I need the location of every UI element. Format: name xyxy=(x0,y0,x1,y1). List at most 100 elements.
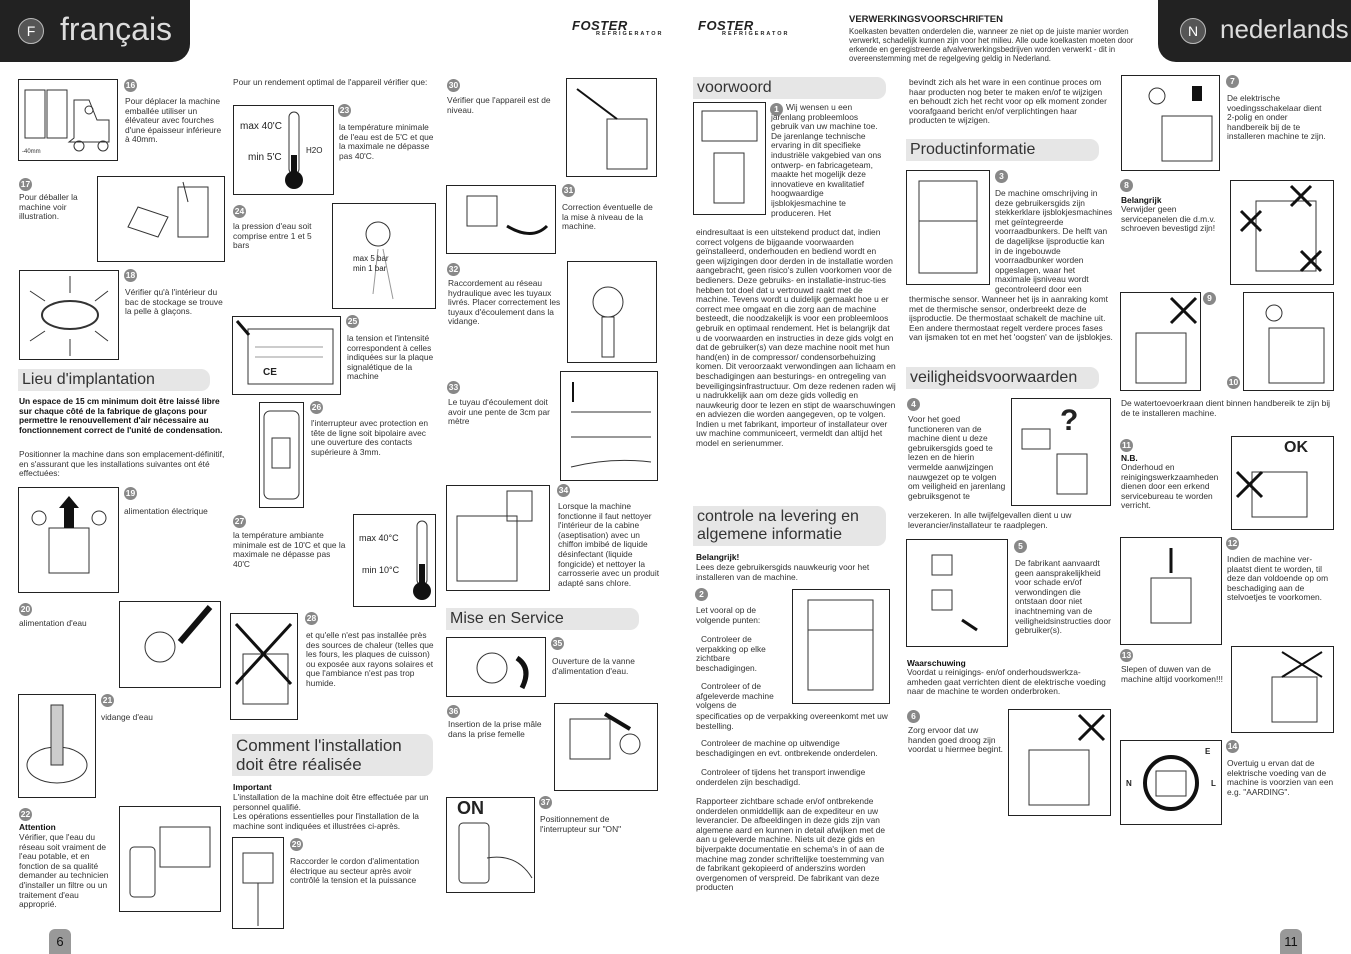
item-7-text: De elektrische voedingsschakelaar dient … xyxy=(1227,93,1326,142)
figure-4-questions: ? xyxy=(1011,398,1111,506)
figure-37-on-switch: ON xyxy=(446,797,535,893)
figure-16-dim: -40mm xyxy=(22,149,41,155)
fig14-e: E xyxy=(1205,747,1211,756)
step-number-9: 9 xyxy=(1203,292,1216,305)
item-2-c: Controleer de machine op uitwendige besc… xyxy=(696,738,878,758)
step-24-text: la pression d'eau soit comprise entre 1 … xyxy=(233,221,312,251)
fig14-l: L xyxy=(1211,779,1216,788)
figure-10-valve-ok xyxy=(1243,292,1334,391)
step-number-37: 37 xyxy=(539,796,552,809)
step-17-text: Pour déballer la machine voir illustrati… xyxy=(19,192,78,222)
item-2-text: Let vooral op de volgende punten: xyxy=(696,605,761,625)
step-36-text: Insertion de la prise mâle dans la prise… xyxy=(448,719,542,739)
step-number-2: 2 xyxy=(695,588,708,601)
figure-16-forklift: -40mm xyxy=(18,79,118,161)
step-number-31: 31 xyxy=(562,184,575,197)
figure-20-water-supply xyxy=(119,601,221,688)
step-number-3: 3 xyxy=(995,170,1008,183)
step-number-28: 28 xyxy=(305,612,318,625)
item-1-text: Wij wensen u een jarenlang probleemloos … xyxy=(771,102,886,218)
item-14-text: Overtuig u ervan dat de elektrische voed… xyxy=(1227,758,1334,797)
step-number-14: 14 xyxy=(1226,740,1239,753)
step-number-5: 5 xyxy=(1014,540,1027,553)
step-30-text: Vérifier que l'appareil est de niveau. xyxy=(447,95,551,115)
step-number-8: 8 xyxy=(1120,179,1133,192)
step-number-22: 22 xyxy=(19,808,32,821)
comment-text2: Les opérations essentielles pour l'insta… xyxy=(233,811,419,831)
f27-min: min 10°C xyxy=(362,565,400,575)
belangrijk-label: Belangrijk! xyxy=(696,552,739,563)
section-title-comment: Comment l'installation doit être réalisé… xyxy=(232,734,433,776)
lieu-bold-text: Un espace de 15 cm minimum doit être lai… xyxy=(19,396,227,435)
figure-6-dry-hands xyxy=(1008,709,1111,816)
fig14-n: N xyxy=(1126,779,1132,788)
figure-21-drain xyxy=(18,694,96,798)
figure-17-unpack xyxy=(97,176,225,262)
item-2-rest: Rapporteer zichtbare schade en/of ontbre… xyxy=(696,796,886,893)
figure-12-lift xyxy=(1120,537,1222,645)
f25-ce: CE xyxy=(263,367,277,378)
item-11-title: N.B. xyxy=(1121,453,1138,464)
disposal-title: VERWERKINGSVOORSCHRIFTEN xyxy=(849,14,1003,25)
brand-logo-right: FOSTER REFRIGERATOR xyxy=(698,18,790,37)
figure-34-cleaning xyxy=(446,485,550,591)
figure-31-adjust xyxy=(446,185,556,254)
figure-13-no-drag xyxy=(1231,646,1334,733)
section-title-controle: controle na levering en algemene informa… xyxy=(693,506,886,546)
f23-max: max 40'C xyxy=(240,121,282,132)
figure-19-electric xyxy=(18,487,119,593)
section-title-mise: Mise en Service xyxy=(446,608,639,630)
comment-title: Comment l'installation doit être réalisé… xyxy=(236,736,402,774)
figure-36-socket xyxy=(554,703,658,791)
comment-important: Important xyxy=(233,782,272,793)
item-8-text: Verwijder geen servicepanelen die d.m.v.… xyxy=(1121,204,1216,234)
comment-text1: L'installation de la machine doit être e… xyxy=(233,792,429,812)
step-28-text: et qu'elle n'est pas installée près des … xyxy=(306,630,434,688)
section-title-lieu: Lieu d'implantation xyxy=(18,369,210,391)
step-29-text: Raccorder le cordon d'alimentation élect… xyxy=(290,856,420,886)
step-18-text: Vérifier qu'à l'intérieur du bac de stoc… xyxy=(125,287,223,317)
item-2-b: Controleer of de afgeleverde machine vol… xyxy=(696,681,774,711)
step-number-26: 26 xyxy=(310,401,323,414)
f23-min: min 5'C xyxy=(248,152,282,163)
item-5-text: De fabrikant aanvaardt geen aansprakelij… xyxy=(1015,558,1111,636)
belangrijk-text: Lees deze gebruikersgids nauwkeurig voor… xyxy=(696,562,870,582)
item-9-10-text: De watertoevoerkraan dient binnen handbe… xyxy=(1121,398,1331,418)
step-number-32: 32 xyxy=(447,263,460,276)
step-22-text: Vérifier, que l'eau du réseau soit vraim… xyxy=(19,832,109,910)
item-3-text: De machine omschrijving in deze gebruike… xyxy=(995,188,1113,294)
step-number-36: 36 xyxy=(447,705,460,718)
section-title-productinfo: Productinformatie xyxy=(906,139,1099,161)
item-8-bold: Belangrijk xyxy=(1121,195,1162,205)
step-number-18: 18 xyxy=(124,269,137,282)
figure-18-scoop xyxy=(19,270,119,360)
item-8-title: Belangrijk xyxy=(1121,195,1162,206)
f23-h2o: H2O xyxy=(306,146,323,155)
figure-9-valve-wrong xyxy=(1120,292,1201,391)
step-35-text: Ouverture de la vanne d'alimentation d'e… xyxy=(552,656,635,676)
item-3-cont: thermische sensor. Wanneer het ijs in aa… xyxy=(909,294,1113,343)
step-26-text: l'interrupteur avec protection en tête d… xyxy=(311,418,429,457)
figure-23-water-temp: max 40'C min 5'C H2O xyxy=(233,105,334,195)
important-label: Important xyxy=(233,782,272,792)
item-2-b2: specificaties op de verpakking overeenko… xyxy=(696,711,888,731)
step-21-text: vidange d'eau xyxy=(101,712,153,722)
lieu-text: Positionner la machine dans son emplacem… xyxy=(19,449,225,479)
figure-29-plug xyxy=(232,837,284,929)
figure-2-inspection xyxy=(792,589,890,704)
step-number-23: 23 xyxy=(338,104,351,117)
step-number-33: 33 xyxy=(447,381,460,394)
fig11-ok: OK xyxy=(1284,439,1308,456)
language-tab-dutch: N nederlands xyxy=(1158,0,1351,62)
page-number-right: 11 xyxy=(1280,929,1302,954)
figure-30-level xyxy=(566,78,657,177)
step-number-10: 10 xyxy=(1227,376,1240,389)
step-33-text: Le tuyau d'écoulement doit avoir une pen… xyxy=(448,397,550,427)
f24-min: min 1 bar xyxy=(353,264,387,273)
section-title-voorwoord: voorwoord xyxy=(693,77,886,99)
step-22-title: Attention xyxy=(19,822,56,833)
waarschuwing-label: Waarschuwing xyxy=(907,658,966,669)
figure-5-electric-hazard xyxy=(906,539,1008,647)
item-2-a: Controleer de verpakking op elke zichtba… xyxy=(696,634,766,673)
figure-26-switch xyxy=(259,402,304,508)
